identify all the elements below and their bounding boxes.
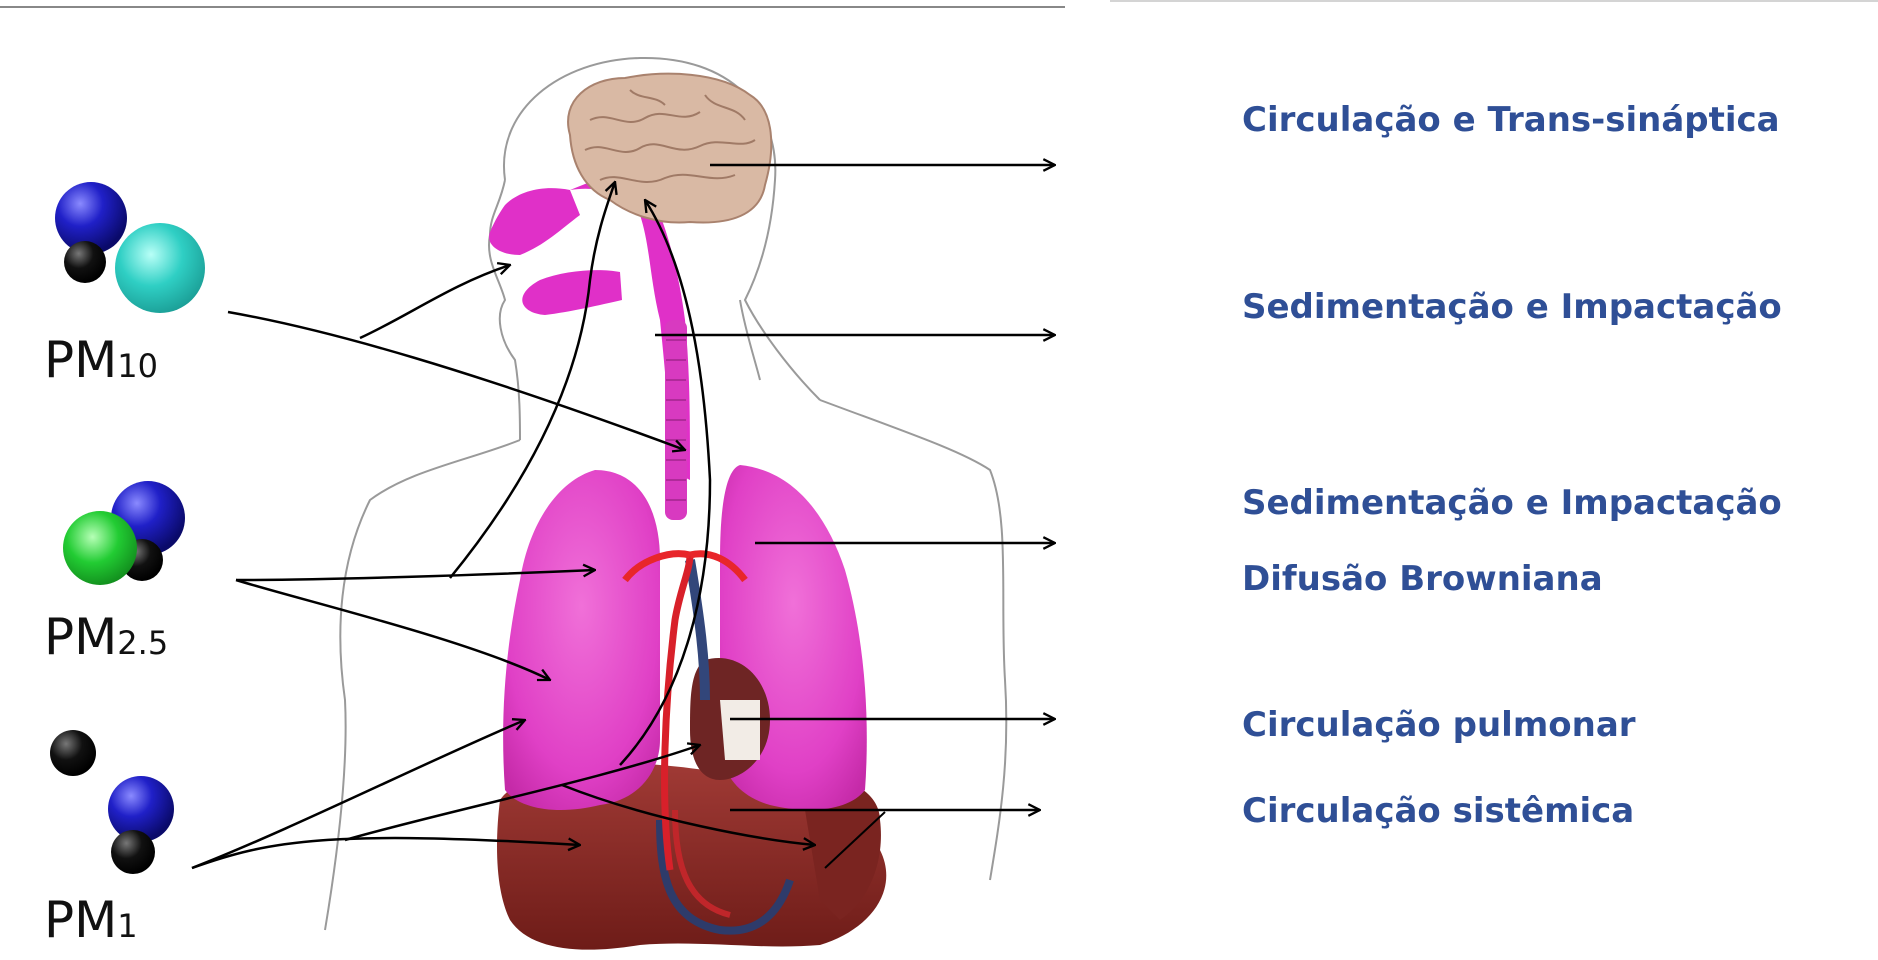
label-circulacao-trans-sinaptica: Circulação e Trans-sináptica [1242,100,1780,140]
label-sedimentacao-impactacao-lower: Sedimentação e Impactação [1242,483,1782,523]
pm10-label: PM10 [44,335,158,385]
pm25-particle [63,481,185,585]
label-circulacao-sistemica: Circulação sistêmica [1242,791,1634,831]
pm1-suffix: 1 [117,907,137,945]
pm10-particle [55,182,205,313]
pm25-label: PM2.5 [44,612,168,662]
pm10-suffix: 10 [117,347,158,385]
pm1-prefix: PM [44,891,117,949]
label-circulacao-pulmonar: Circulação pulmonar [1242,705,1636,745]
pm1-label: PM1 [44,895,138,945]
airway [489,182,690,520]
label-difusao-browniana: Difusão Browniana [1242,559,1603,599]
pm1-particle [50,730,174,874]
brain [568,74,771,223]
label-sedimentacao-impactacao-upper: Sedimentação e Impactação [1242,287,1782,327]
pm25-prefix: PM [44,608,117,666]
pm10-prefix: PM [44,331,117,389]
pm25-suffix: 2.5 [117,624,168,662]
